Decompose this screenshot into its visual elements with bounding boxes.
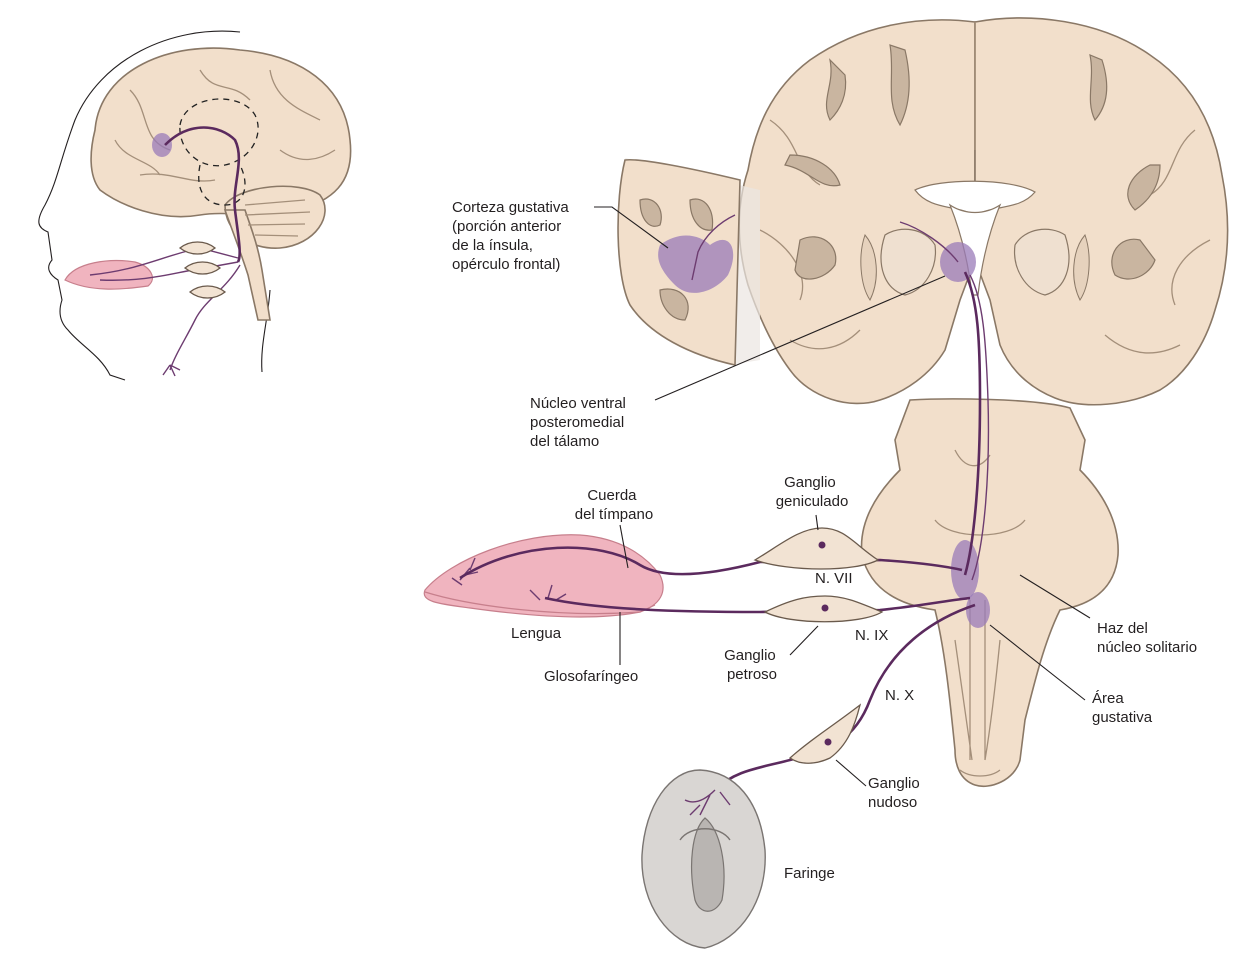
geniculate-cell	[818, 541, 826, 549]
glossopharyngeal-label: Glosofaríngeo	[544, 668, 638, 685]
lateral-cortex-outline	[759, 119, 1211, 354]
geniculate-ganglion-body	[753, 527, 880, 570]
small-thalamus-dashed	[179, 98, 259, 206]
nodose-ganglion-body	[788, 703, 862, 764]
leader-vpm	[654, 275, 946, 401]
nodose-cell	[824, 738, 832, 746]
right-sulcus-2	[1127, 164, 1161, 211]
small-pharynx-nerve	[169, 264, 241, 371]
head-inset	[38, 30, 352, 381]
brainstem-details	[934, 449, 1026, 777]
geniculate-ganglion-label: Ganglio geniculado	[776, 474, 849, 510]
facial-nerve-vii	[459, 546, 963, 580]
left-sulcus-3	[784, 154, 841, 187]
pharynx-inner	[691, 817, 725, 912]
vagus-nerve-x	[714, 603, 976, 791]
tongue-label: Lengua	[511, 625, 562, 642]
vpm-nucleus-label: Núcleo ventral posteromedial del tálamo	[530, 395, 630, 450]
central-pathway-2	[969, 274, 990, 581]
right-putamen	[1073, 234, 1090, 301]
insula-sulcus-3	[659, 288, 689, 321]
left-putamen	[860, 234, 877, 301]
left-thalamus	[880, 228, 937, 296]
nodose-ganglion-label: Ganglio nudoso	[868, 775, 924, 811]
central-taste-pathway	[963, 271, 982, 576]
tongue-shape	[423, 534, 664, 618]
insula-sulcus-2	[689, 198, 714, 231]
leader-gustatory-cortex	[594, 206, 669, 249]
chorda-tympani-label: Cuerda del tímpano	[575, 487, 653, 523]
head-outline	[38, 30, 241, 381]
gustatory-area-label: Área gustativa	[1092, 690, 1153, 726]
small-cortex-spot	[152, 133, 172, 157]
insula-zoom	[617, 158, 760, 366]
gustatory-cortex-label: Corteza gustativa (porción anterior de l…	[452, 199, 573, 273]
small-cerebellum-folia	[244, 199, 311, 237]
pharynx-epiglottis	[679, 828, 731, 841]
brainstem	[860, 398, 1119, 787]
leader-chorda-tympani	[619, 524, 629, 569]
left-sulcus-2	[889, 44, 910, 127]
tongue-branches-posterior	[529, 584, 567, 601]
right-hemisphere	[974, 17, 1229, 406]
midbrain-pons-medulla	[860, 398, 1119, 787]
left-sulcus-1	[825, 58, 847, 122]
nerve-x-label: N. X	[885, 687, 914, 704]
solitary-tract-label: Haz del núcleo solitario	[1097, 620, 1197, 656]
thalamo-cortical-pathway	[899, 221, 959, 263]
left-hemisphere	[738, 19, 976, 405]
leader-nodose	[835, 759, 867, 787]
corpus-callosum	[914, 180, 1036, 216]
leader-geniculate	[815, 514, 819, 531]
leader-petrosal	[789, 625, 819, 656]
right-thalamus	[1013, 228, 1070, 296]
glossopharyngeal-nerve-ix	[544, 596, 971, 614]
gustatory-area-region	[966, 592, 990, 628]
small-ganglion-3	[188, 285, 227, 299]
insula-pathway	[691, 214, 736, 281]
tongue	[423, 534, 664, 618]
head-back-outline	[261, 289, 271, 373]
tongue-underside	[424, 591, 656, 615]
petrosal-cell	[821, 604, 829, 612]
insula-sulcus-1	[639, 198, 662, 227]
pharynx	[641, 769, 766, 949]
small-nerve-endings	[162, 364, 181, 377]
small-central-pathway	[164, 126, 241, 263]
right-sulcus-1	[1089, 54, 1108, 122]
small-gyri	[114, 69, 336, 182]
pharynx-nerve-endings	[684, 789, 731, 816]
small-ganglion-2	[183, 261, 222, 275]
coronal-brain-section	[738, 17, 1229, 406]
small-brainstem	[223, 209, 271, 321]
small-ganglion-1	[178, 241, 217, 255]
leader-solitary-tract	[1019, 574, 1091, 619]
nerve-vii-label: N. VII	[815, 570, 853, 587]
petrosal-ganglion-label: Ganglio petroso	[724, 647, 780, 683]
right-insula-sulcus	[1111, 238, 1156, 280]
nerve-ix-label: N. IX	[855, 627, 888, 644]
leader-gustatory-area	[989, 624, 1086, 701]
left-insula-sulcus	[794, 236, 837, 280]
pharynx-label: Faringe	[784, 865, 835, 882]
